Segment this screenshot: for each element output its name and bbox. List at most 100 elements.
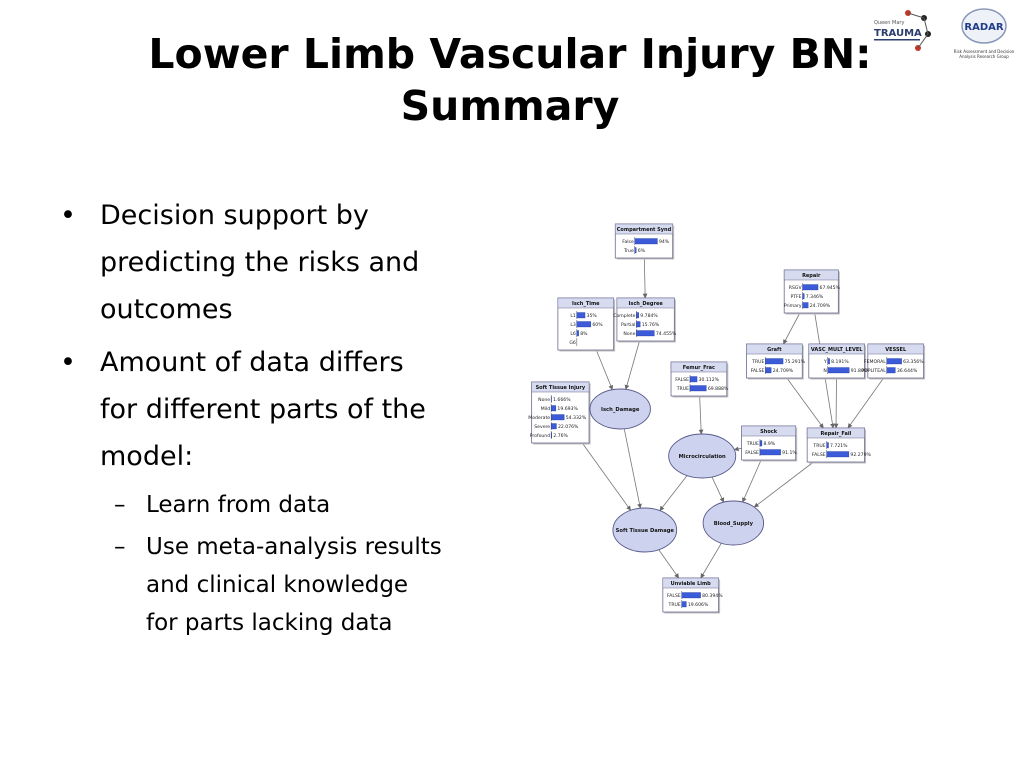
state-value: 9.784% <box>640 313 658 319</box>
oval-shape <box>668 433 737 479</box>
dash-glyph: – <box>114 534 126 560</box>
node-title: Shock <box>760 429 778 435</box>
bullet-line: for different parts of the <box>100 394 426 425</box>
node-title: Repair <box>802 273 821 279</box>
state-bar <box>634 247 637 254</box>
state-value: 2.76% <box>553 433 568 439</box>
state-value: 8% <box>580 331 588 337</box>
state-label: N <box>823 368 826 374</box>
network-edge <box>642 257 648 299</box>
node-header <box>783 269 839 281</box>
state-bar <box>802 302 809 309</box>
state-label: FEMORAL <box>864 359 886 365</box>
slide-title: Lower Limb Vascular Injury BN: Summary <box>60 28 960 132</box>
bullet-glyph: • <box>60 347 76 378</box>
oval-shape <box>702 500 765 546</box>
state-label: Complete <box>613 313 635 319</box>
bullet-list: • Decision support by predicting the ris… <box>60 192 505 646</box>
network-edge <box>698 395 704 435</box>
state-label: PTFE <box>790 294 801 300</box>
sub-bullet-item: – Learn from data <box>60 486 505 524</box>
state-value: 54.332% <box>566 415 587 421</box>
state-bar <box>636 321 641 328</box>
state-label: Y <box>823 359 827 365</box>
state-bar <box>551 405 557 412</box>
sub-bullet-line: Learn from data <box>146 492 331 518</box>
node-header <box>746 343 803 355</box>
state-label: Primary <box>784 303 802 309</box>
state-value: 15.76% <box>642 322 660 328</box>
node-header <box>531 381 590 393</box>
state-label: G6 <box>569 340 576 346</box>
network-edge <box>659 475 688 511</box>
state-label: TRUE <box>812 443 825 449</box>
network-edge <box>742 459 762 503</box>
state-label: None <box>623 331 635 337</box>
state-value: 7.721% <box>830 443 848 449</box>
state-bar <box>551 432 552 439</box>
state-label: L3 <box>570 322 576 328</box>
state-label: RSGV <box>789 285 803 291</box>
network-edge <box>733 446 742 452</box>
state-value: 74.455% <box>656 331 677 337</box>
state-bar <box>576 312 586 319</box>
network-edge <box>753 461 814 508</box>
node-title: Compartment Synd <box>617 227 672 233</box>
node-oval: Microcirculation <box>668 433 737 479</box>
network-edge <box>658 549 680 579</box>
state-label: True <box>623 248 634 254</box>
radar-logo: RADAR Risk Assessment and Decision Analy… <box>954 8 1015 59</box>
state-label: FALSE <box>812 452 826 458</box>
oval-label: Blood_Supply <box>714 521 754 527</box>
node-header <box>867 343 924 355</box>
state-value: 8.9% <box>763 441 775 447</box>
network-edge <box>595 349 613 391</box>
state-value: 60% <box>592 322 603 328</box>
slide-title-line-2: Summary <box>400 82 620 130</box>
state-value: 8.191% <box>831 359 849 365</box>
sub-bullet-item: – Use meta-analysis results and clinical… <box>60 528 505 642</box>
state-value: 92.279% <box>850 452 871 458</box>
state-value: 67.945% <box>820 285 841 291</box>
state-bar <box>826 451 850 458</box>
state-value: 22.076% <box>558 424 579 430</box>
network-edge <box>711 476 725 503</box>
bullet-line: outcomes <box>100 294 233 325</box>
state-bar <box>576 321 592 328</box>
node-header <box>741 425 796 437</box>
state-label: POPLITEAL <box>861 368 886 374</box>
slide-title-line-1: Lower Limb Vascular Injury BN: <box>148 30 872 78</box>
network-edge <box>581 442 631 511</box>
state-value: 1.666% <box>553 397 571 403</box>
dash-glyph: – <box>114 492 126 518</box>
trauma-logo-text: TRAUMA <box>874 28 922 39</box>
state-value: 36.644% <box>897 368 918 374</box>
state-bar <box>765 367 772 374</box>
bullet-line: model: <box>100 441 194 472</box>
state-bar <box>634 238 658 245</box>
state-bar <box>681 601 687 608</box>
state-value: 80.394% <box>702 593 723 599</box>
sub-bullet-line: and clinical knowledge <box>146 572 409 598</box>
state-value: 35% <box>587 313 598 319</box>
node-title: Graft <box>767 347 782 353</box>
state-label: False <box>622 239 634 245</box>
state-value: 24.709% <box>773 368 794 374</box>
oval-label: Isch_Damage <box>601 407 640 413</box>
node-header <box>808 343 865 355</box>
state-bar <box>636 312 639 319</box>
state-value: 19.693% <box>557 406 578 412</box>
radar-caption-1: Risk Assessment and Decision <box>954 49 1015 54</box>
trauma-logo-small-text: Queen Mary <box>874 20 904 26</box>
network-edge <box>783 312 801 345</box>
node-header <box>615 223 673 235</box>
